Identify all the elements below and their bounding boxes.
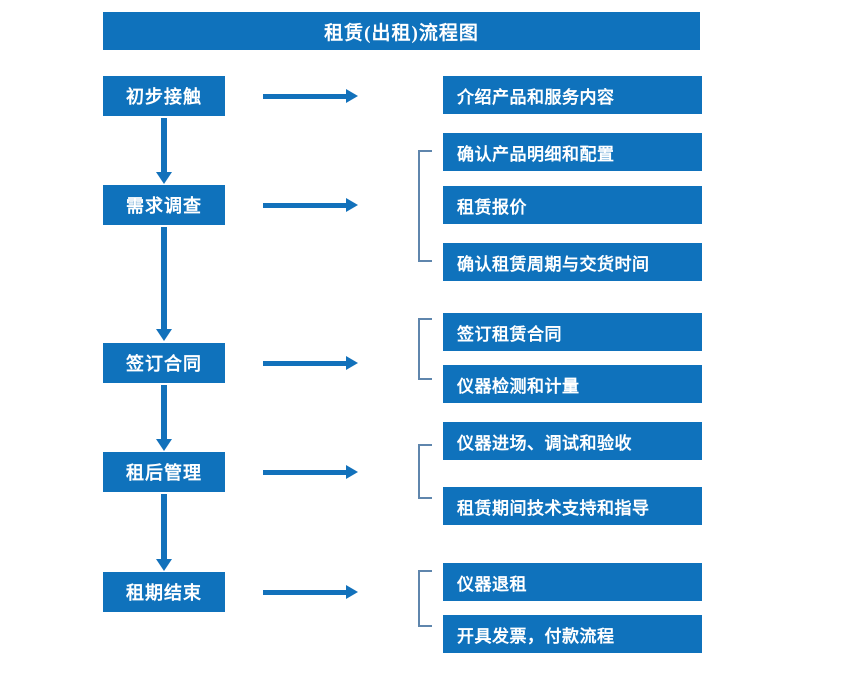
stage-box-demand-survey[interactable]: 需求调查 <box>103 185 225 225</box>
detail-box-instrument-inspection[interactable]: 仪器检测和计量 <box>443 365 702 403</box>
detail-box-introduce-products[interactable]: 介绍产品和服务内容 <box>443 76 702 114</box>
right-arrow-icon-initial-contact <box>263 88 358 104</box>
down-arrow-icon-contract-to-management <box>156 385 172 451</box>
right-arrow-icon-post-rental-management <box>263 464 358 480</box>
page-title: 租赁(出租)流程图 <box>103 12 700 50</box>
right-arrow-icon-sign-contract <box>263 355 358 371</box>
detail-box-sign-rental-contract[interactable]: 签订租赁合同 <box>443 313 702 351</box>
detail-box-confirm-product-details[interactable]: 确认产品明细和配置 <box>443 133 702 171</box>
down-arrow-icon-contact-to-survey <box>156 118 172 184</box>
detail-box-confirm-rental-period[interactable]: 确认租赁周期与交货时间 <box>443 243 702 281</box>
group-bracket-sign-contract <box>418 318 432 380</box>
right-arrow-icon-rental-end <box>263 584 358 600</box>
stage-box-initial-contact[interactable]: 初步接触 <box>103 76 225 116</box>
group-bracket-post-rental-management <box>418 444 432 499</box>
group-bracket-rental-end <box>418 570 432 627</box>
stage-box-rental-end[interactable]: 租期结束 <box>103 572 225 612</box>
group-bracket-demand-survey <box>418 150 432 262</box>
detail-box-technical-support[interactable]: 租赁期间技术支持和指导 <box>443 487 702 525</box>
detail-box-invoice-payment[interactable]: 开具发票，付款流程 <box>443 615 702 653</box>
detail-box-instrument-return[interactable]: 仪器退租 <box>443 563 702 601</box>
down-arrow-icon-management-to-end <box>156 494 172 571</box>
stage-box-sign-contract[interactable]: 签订合同 <box>103 343 225 383</box>
stage-box-post-rental-management[interactable]: 租后管理 <box>103 452 225 492</box>
right-arrow-icon-demand-survey <box>263 197 358 213</box>
detail-box-instrument-installation[interactable]: 仪器进场、调试和验收 <box>443 422 702 460</box>
down-arrow-icon-survey-to-contract <box>156 227 172 341</box>
detail-box-rental-quotation[interactable]: 租赁报价 <box>443 186 702 224</box>
